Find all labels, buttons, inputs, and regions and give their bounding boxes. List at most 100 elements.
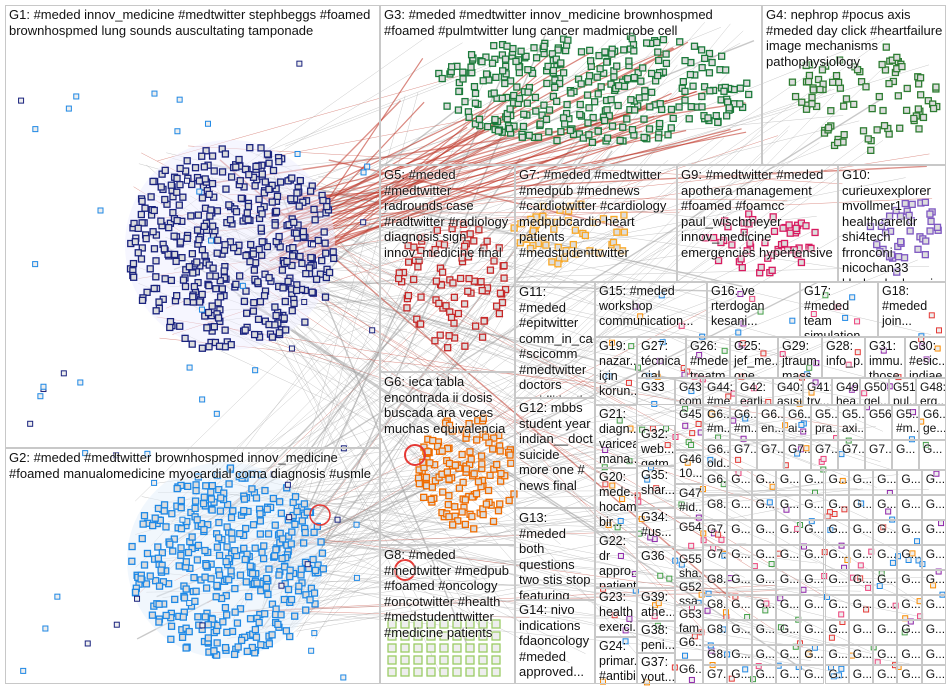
g1-node [191, 164, 200, 172]
g2-node [139, 520, 147, 528]
group-box-g26: G26: #meded treatm... [686, 337, 730, 378]
group-label: G20: mede... hocam bir... [599, 470, 637, 529]
edge [239, 305, 669, 666]
group-label: G36 [641, 549, 665, 563]
edge [237, 294, 809, 674]
small-group-box: G... [921, 495, 946, 520]
g4-node [885, 79, 893, 88]
g2-node [191, 504, 199, 513]
g1-node [172, 257, 180, 266]
g3-node [459, 68, 467, 76]
g3-node [557, 127, 565, 136]
small-group-box: G6... #m... [730, 405, 757, 440]
g5-node [495, 244, 503, 252]
g2-node [252, 633, 261, 641]
g3-node [675, 103, 683, 111]
small-group-box: G6... #m... [703, 405, 730, 440]
g1-node [196, 298, 204, 306]
edge [281, 309, 438, 481]
group-box-g47: G47: #id... [675, 484, 703, 518]
g1-node [322, 249, 330, 257]
g3-node [544, 62, 552, 71]
small-group-box: G... [800, 470, 825, 495]
g4-node [882, 43, 890, 51]
g3-node [646, 103, 654, 111]
group-label: G8: #meded #medtwitter #medpub #foamed #… [384, 547, 510, 640]
group-label: G8... [707, 647, 727, 661]
g2-node [225, 480, 233, 488]
g2-node [255, 618, 263, 627]
g1-node [167, 276, 176, 285]
group-label: G42: earli... [740, 380, 773, 405]
group-label: G40: aşısı... [777, 380, 803, 405]
group-label: G... [852, 497, 873, 511]
g1-node [214, 314, 223, 322]
g5-node [450, 293, 459, 301]
edge [295, 532, 605, 544]
g2-node [256, 530, 264, 538]
g2-node [248, 470, 256, 478]
group-label: G... [828, 472, 848, 486]
group-label: G33 [641, 380, 665, 394]
g1-node [288, 261, 296, 270]
g3-node [597, 83, 605, 91]
g4-node [879, 106, 887, 115]
g1-node [321, 293, 330, 301]
group-label: G6... en... [761, 407, 784, 435]
g1-node [245, 171, 253, 179]
g1-node [302, 269, 310, 278]
edge [259, 165, 927, 200]
group-label: G... [755, 497, 775, 511]
g1-node [242, 287, 250, 295]
group-label: G37: yout... [641, 655, 675, 684]
g3-node [467, 63, 475, 71]
g2-node [288, 528, 296, 536]
g1-node [129, 259, 138, 268]
group-label: G... [828, 547, 848, 561]
group-label: G... [828, 572, 848, 586]
group-label: G... [804, 547, 824, 561]
group-label: G... [852, 522, 873, 536]
g1-node [220, 267, 228, 275]
small-group-box: G56 [865, 405, 892, 440]
g3-node [608, 122, 617, 130]
g5-node [403, 304, 411, 312]
g2-node [284, 585, 293, 594]
g3-node [538, 111, 546, 119]
g1-node [169, 193, 177, 201]
g3-node [681, 96, 689, 104]
small-group-box: G... [751, 620, 776, 645]
g1-node [283, 257, 291, 266]
group-label: G38: peni... [641, 623, 675, 652]
g1-node [176, 181, 184, 189]
group-label: G30: #esic... indiae... [909, 339, 946, 378]
g1-node [214, 236, 222, 244]
group-box-g18: G18: #meded join... [878, 282, 946, 337]
edge [270, 482, 846, 622]
group-label: G... [852, 622, 873, 636]
g2-node [265, 565, 273, 573]
small-group-box: G5... pra... [811, 405, 838, 440]
g2-node [227, 513, 236, 522]
g1-node [152, 257, 160, 265]
g4-node [914, 105, 922, 113]
g3-node [662, 50, 670, 58]
edge [264, 117, 774, 631]
g2-node [179, 613, 187, 621]
group-label: G... [901, 472, 921, 486]
g2-node [277, 509, 285, 517]
g1-node [179, 276, 188, 284]
small-group-box: G... [848, 665, 874, 684]
g2-node [197, 519, 206, 528]
g1-node [289, 252, 297, 260]
group-label: G... [731, 547, 751, 561]
g1-node [198, 194, 207, 202]
g3-node [640, 115, 648, 123]
g2-node [137, 575, 145, 583]
g3-node [459, 75, 467, 83]
g2-node [201, 613, 209, 621]
group-label: G... [804, 667, 824, 681]
group-label: G31: immu... those... [869, 339, 904, 378]
g2-node [169, 547, 177, 555]
g3-node [736, 100, 744, 108]
